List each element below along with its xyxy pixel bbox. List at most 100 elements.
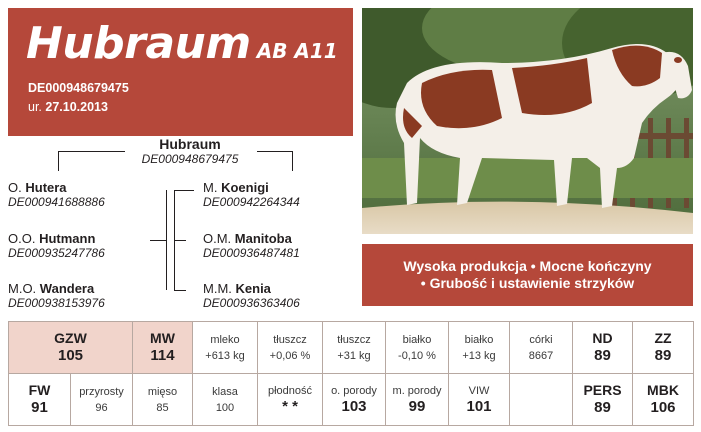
pedigree-connector xyxy=(58,151,125,152)
pedigree-sire-dam-prefix: M.O. xyxy=(8,281,37,296)
pedigree-dam-dam-name: Kenia xyxy=(235,281,271,296)
bull-photo xyxy=(362,8,693,234)
plodnosc-label: płodność xyxy=(267,384,313,397)
pedigree-sire-name: Hutera xyxy=(25,180,67,195)
pedigree-animal-id: DE000948679475 xyxy=(141,152,239,166)
bialko-pct-cell: białko -0,10 % xyxy=(385,321,449,374)
pedigree-animal: Hubraum DE000948679475 xyxy=(110,137,270,167)
nd-value: 89 xyxy=(594,347,611,364)
empty-cell xyxy=(509,373,573,426)
pedigree-sire-id: DE000941688886 xyxy=(8,195,105,209)
tluszcz-pct-label: tłuszcz xyxy=(273,333,307,346)
plodnosc-value: * * xyxy=(282,397,298,415)
mieso-cell: mięso 85 xyxy=(132,373,193,426)
pedigree-sire-dam: M.O. Wandera DE000938153976 xyxy=(8,281,105,311)
mbk-value: 106 xyxy=(650,399,676,416)
bialko-kg-value: +13 kg xyxy=(462,349,496,362)
pedigree-sire-sire: O.O. Hutmann DE000935247786 xyxy=(8,231,105,261)
tluszcz-pct-value: +0,06 % xyxy=(269,349,311,362)
klasa-label: klasa xyxy=(212,385,238,398)
bull-code: AB A11 xyxy=(256,39,338,63)
birth-date-line: ur. 27.10.2013 xyxy=(28,100,108,114)
pedigree-sire-sire-name: Hutmann xyxy=(39,231,96,246)
pedigree-dam-prefix: M. xyxy=(203,180,218,195)
traits-line-1: Wysoka produkcja • Mocne kończyny xyxy=(403,258,652,274)
pedigree-dam-id: DE000942264344 xyxy=(203,195,300,209)
o-porody-value: 103 xyxy=(341,397,367,415)
pedigree-sire: O. Hutera DE000941688886 xyxy=(8,180,105,210)
bull-name: Hubraum xyxy=(26,18,251,69)
przyrosty-label: przyrosty xyxy=(79,385,124,398)
pers-label: PERS xyxy=(583,382,622,398)
bialko-kg-cell: białko +13 kg xyxy=(448,321,510,374)
pedigree-dam-dam-prefix: M.M. xyxy=(203,281,232,296)
pedigree-sire-sire-id: DE000935247786 xyxy=(8,246,105,260)
mw-value: 114 xyxy=(150,347,175,364)
birth-date: 27.10.2013 xyxy=(45,100,108,114)
traits-banner: Wysoka produkcja • Mocne kończyny • Grub… xyxy=(362,244,693,306)
registration-number: DE000948679475 xyxy=(28,81,129,95)
traits-line-2: • Grubość i ustawienie strzyków xyxy=(420,275,635,291)
pedigree-sire-dam-name: Wandera xyxy=(39,281,95,296)
pedigree-connector xyxy=(292,151,293,171)
bialko-pct-label: białko xyxy=(402,333,432,346)
mleko-label: mleko xyxy=(210,333,240,346)
o-porody-label: o. porody xyxy=(331,384,377,397)
pedigree-sire-sire-prefix: O.O. xyxy=(8,231,36,246)
mleko-value: +613 kg xyxy=(205,349,245,362)
pedigree-dam-sire: O.M. Manitoba DE000936487481 xyxy=(203,231,300,261)
mw-label: MW xyxy=(150,330,175,346)
tluszcz-kg-cell: tłuszcz+31 kg xyxy=(322,321,386,374)
klasa-value: 100 xyxy=(215,401,235,414)
pedigree-connector xyxy=(150,240,166,241)
bialko-pct-value: -0,10 % xyxy=(398,349,436,362)
pedigree-dam-name: Koenigi xyxy=(221,180,269,195)
mieso-label: mięso xyxy=(147,385,178,398)
pedigree-connector xyxy=(150,240,151,241)
mieso-value: 85 xyxy=(156,401,169,414)
zz-label: ZZ xyxy=(654,330,672,346)
viw-label: VIW xyxy=(468,384,490,397)
born-prefix: ur. xyxy=(28,100,42,114)
plodnosc-cell: płodność* * xyxy=(257,373,323,426)
zz-value: 89 xyxy=(654,347,672,364)
klasa-cell: klasa 100 xyxy=(192,373,258,426)
fw-label: FW xyxy=(28,382,51,398)
pedigree-dam-sire-name: Manitoba xyxy=(234,231,292,246)
pedigree-connector xyxy=(58,151,59,171)
pedigree-connector xyxy=(257,151,292,152)
pedigree-dam-sire-id: DE000936487481 xyxy=(203,246,300,260)
m-porody-label: m. porody xyxy=(392,384,442,397)
pers-value: 89 xyxy=(594,399,611,416)
pedigree-dam-dam: M.M. Kenia DE000936363406 xyxy=(203,281,300,311)
pedigree-sire-dam-id: DE000938153976 xyxy=(8,296,105,310)
tluszcz-kg-label: tłuszcz xyxy=(337,333,371,346)
fw-value: 91 xyxy=(31,399,48,416)
nd-label: ND xyxy=(592,330,613,346)
pedigree-connector xyxy=(174,290,186,291)
mleko-cell: mleko +613 kg xyxy=(192,321,258,374)
pedigree-connector xyxy=(174,240,186,241)
viw-value: 101 xyxy=(466,397,492,415)
corki-value: 8667 xyxy=(528,349,554,362)
m-porody-value: 99 xyxy=(408,397,426,415)
bialko-kg-label: białko xyxy=(464,333,494,346)
gzw-label: GZW xyxy=(54,330,87,346)
gzw-value: 105 xyxy=(57,347,84,364)
bull-photo-illustration xyxy=(362,8,693,234)
